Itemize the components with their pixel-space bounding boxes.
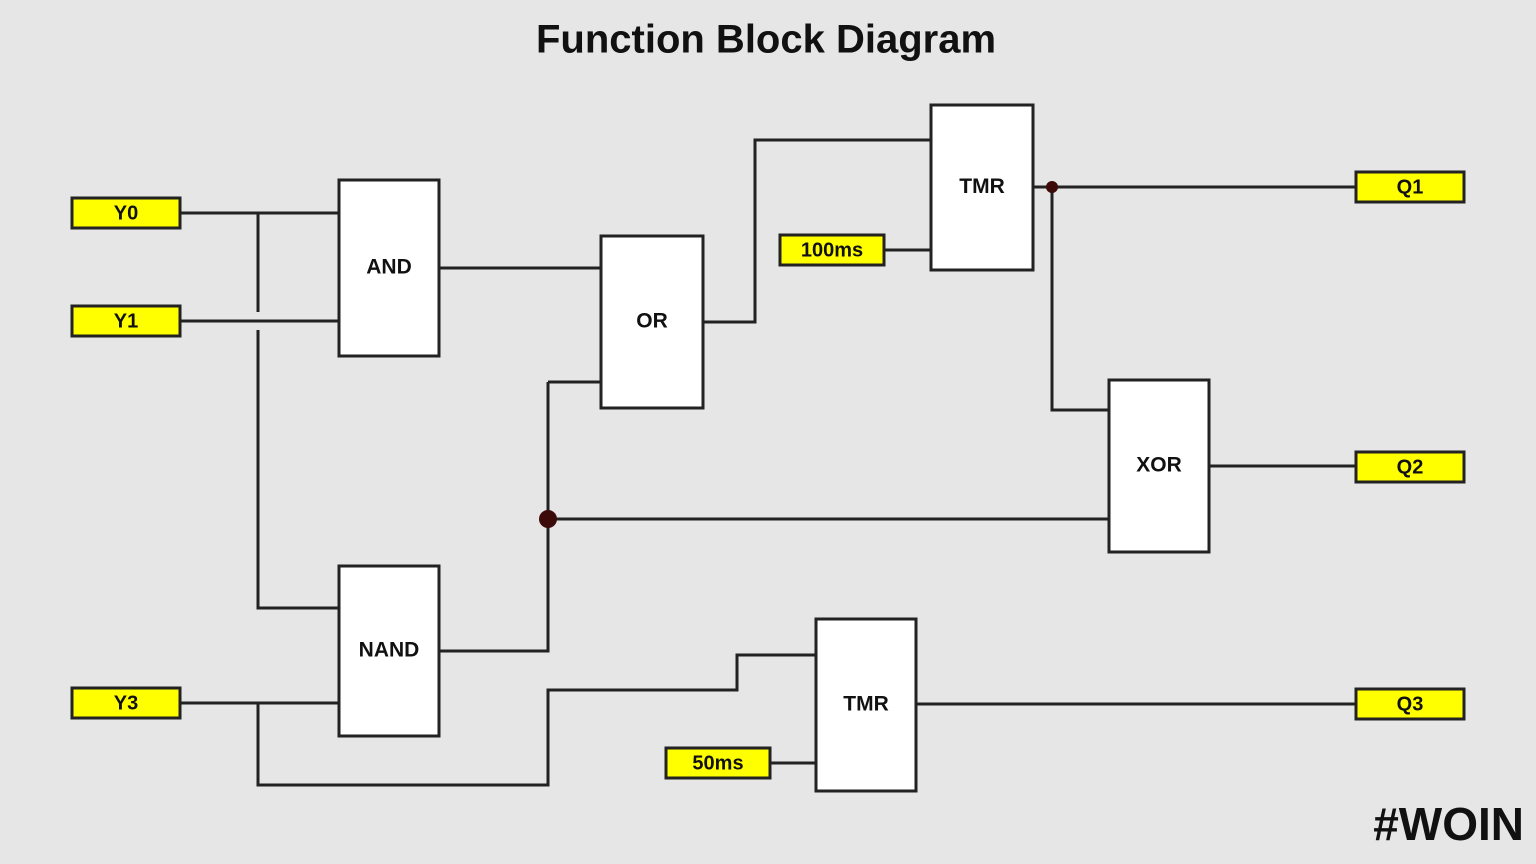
wire-or-to-tmr1 xyxy=(703,138,931,324)
input-tag-y3-body xyxy=(70,686,182,720)
input-tag-t100-label: 100ms xyxy=(801,239,863,261)
output-tag-q1-label: Q1 xyxy=(1397,176,1424,198)
wires-layer xyxy=(180,138,1356,787)
wire-y3-branch xyxy=(256,653,816,787)
input-tag-y0-body xyxy=(70,196,182,230)
output-tag-q2-body xyxy=(1354,450,1466,484)
input-tag-y0-label: Y0 xyxy=(114,202,138,224)
output-tag-q3[interactable]: Q3 xyxy=(1354,687,1466,721)
input-tag-y3-label: Y3 xyxy=(114,692,138,714)
block-xor-label: XOR xyxy=(1136,454,1182,477)
block-xor[interactable]: XOR xyxy=(1107,378,1211,554)
input-tag-y1[interactable]: Y1 xyxy=(70,304,182,338)
block-nand-body xyxy=(337,564,441,738)
output-tag-q2-label: Q2 xyxy=(1397,456,1424,478)
input-tag-y1-body xyxy=(70,304,182,338)
block-or-label: OR xyxy=(636,310,668,333)
page-title: Function Block Diagram xyxy=(536,18,996,62)
block-tmr2-label: TMR xyxy=(843,693,889,716)
output-tag-q1[interactable]: Q1 xyxy=(1354,170,1466,204)
block-tmr2[interactable]: TMR xyxy=(814,617,918,793)
block-tmr1-body xyxy=(929,103,1035,272)
block-tmr1-label: TMR xyxy=(959,175,1005,198)
block-or-body xyxy=(599,234,705,410)
wire-y0-branch-lower xyxy=(256,330,339,610)
block-and[interactable]: AND xyxy=(337,178,441,358)
input-tag-t50-body xyxy=(664,746,772,780)
junction-tmr1-out-junction xyxy=(1046,181,1058,193)
block-and-label: AND xyxy=(366,256,412,279)
input-tag-y0[interactable]: Y0 xyxy=(70,196,182,230)
input-tag-t50[interactable]: 50ms xyxy=(664,746,772,780)
output-tag-q2[interactable]: Q2 xyxy=(1354,450,1466,484)
block-and-body xyxy=(337,178,441,358)
block-tmr2-body xyxy=(814,617,918,793)
input-tag-t100-body xyxy=(778,233,886,267)
block-xor-body xyxy=(1107,378,1211,554)
input-tag-t100[interactable]: 100ms xyxy=(778,233,886,267)
input-tag-t50-label: 50ms xyxy=(692,752,743,774)
watermark: #WOIN xyxy=(1373,798,1524,850)
block-nand-label: NAND xyxy=(359,639,420,662)
block-or[interactable]: OR xyxy=(599,234,705,410)
output-tag-q1-body xyxy=(1354,170,1466,204)
output-tag-q3-label: Q3 xyxy=(1397,693,1424,715)
junction-dots-layer xyxy=(539,181,1058,528)
blocks-layer: AND OR TMR XOR NAND TMR xyxy=(337,103,1211,793)
block-tmr1[interactable]: TMR xyxy=(929,103,1035,272)
junction-nand-or-xor-junction xyxy=(539,510,557,528)
output-tag-q3-body xyxy=(1354,687,1466,721)
input-tag-y3[interactable]: Y3 xyxy=(70,686,182,720)
block-nand[interactable]: NAND xyxy=(337,564,441,738)
input-tag-y1-label: Y1 xyxy=(114,310,138,332)
wire-tmr1-to-xor xyxy=(1050,187,1109,412)
wire-nand-out-vert xyxy=(439,382,550,653)
